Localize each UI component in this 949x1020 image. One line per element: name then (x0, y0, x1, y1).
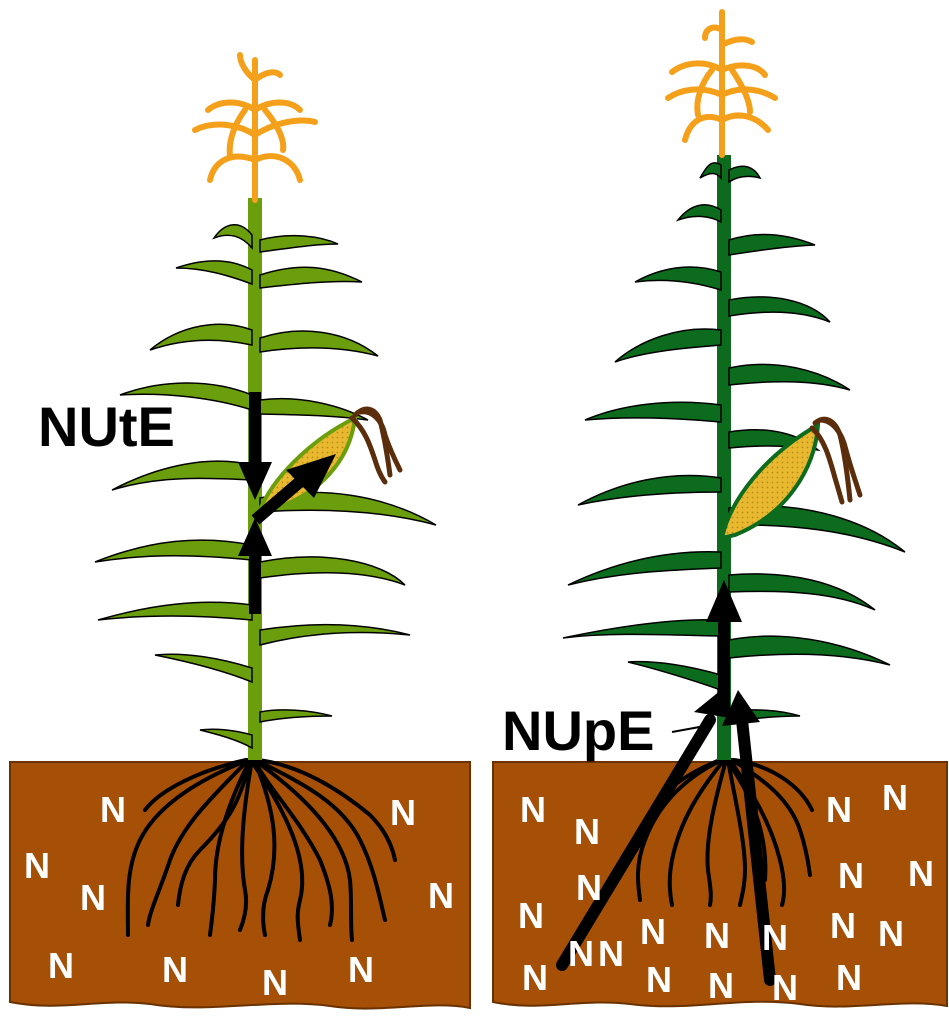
nitrogen-symbol: N (100, 789, 126, 830)
nute-label: NUtE (38, 395, 175, 458)
nitrogen-symbol: N (704, 915, 730, 956)
nitrogen-symbol: N (708, 965, 734, 1006)
nitrogen-symbol: N (882, 777, 908, 818)
nitrogen-symbol: N (24, 845, 50, 886)
nitrogen-symbol: N (348, 949, 374, 990)
left-leaves (95, 225, 436, 748)
nitrogen-symbol: N (518, 895, 544, 936)
nitrogen-symbol: N (162, 949, 188, 990)
nitrogen-symbol: N (830, 905, 856, 946)
nitrogen-symbol: N (772, 967, 798, 1008)
nitrogen-symbol: N (568, 933, 594, 974)
nitrogen-symbol: N (390, 792, 416, 833)
nitrogen-symbol: N (428, 875, 454, 916)
nitrogen-symbol: N (598, 933, 624, 974)
nitrogen-symbol: N (838, 855, 864, 896)
nitrogen-symbol: N (80, 877, 106, 918)
right-tassel (668, 12, 775, 155)
right-leaves (563, 163, 905, 722)
nitrogen-symbol: N (48, 945, 74, 986)
nitrogen-symbol: N (826, 789, 852, 830)
nitrogen-symbol: N (576, 867, 602, 908)
nitrogen-symbol: N (640, 911, 666, 952)
nitrogen-symbol: N (262, 962, 288, 1003)
nitrogen-symbol: N (522, 957, 548, 998)
nitrogen-symbol: N (762, 917, 788, 958)
nitrogen-symbol: N (646, 959, 672, 1000)
nitrogen-symbol: N (878, 913, 904, 954)
nupe-label: NUpE (502, 699, 654, 762)
left-tassel (195, 55, 315, 200)
nitrogen-symbol: N (520, 789, 546, 830)
nitrogen-symbol: N (836, 957, 862, 998)
nitrogen-symbol: N (908, 853, 934, 894)
nitrogen-symbol: N (574, 811, 600, 852)
